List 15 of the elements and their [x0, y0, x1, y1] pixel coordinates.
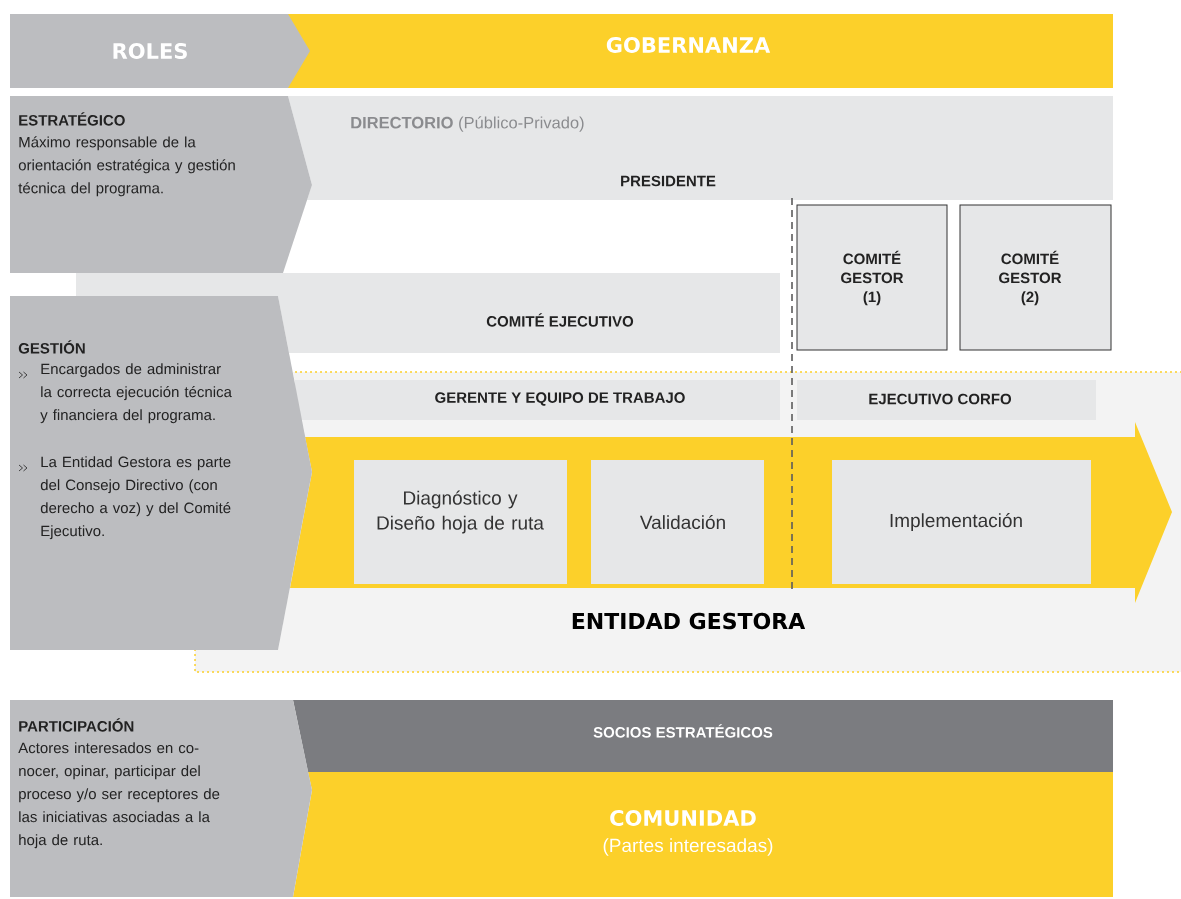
role-panel: ESTRATÉGICO Máximo responsable de la orientación estratégica y gestión técnica del programa. — [10, 96, 312, 273]
role-panel: GESTIÓN Encargados de administrar la correcta ejecución técnica y financiera del programa. La Entidad Gestora es parte del Consejo Directivo (con derecho a voz) y del Comité Ejecutivo. — [10, 296, 312, 650]
process-box: Validación — [591, 460, 764, 584]
community-band: COMUNIDAD (Partes interesadas) — [293, 772, 1113, 897]
executive-band: EJECUTIVO CORFO — [797, 380, 1096, 420]
process-box: Diagnóstico y Diseño hoja de ruta — [354, 460, 567, 584]
role-panel: PARTICIPACIÓN Actores interesados en co- nocer, opinar, participar del proceso y/o ser receptores de las iniciativas asociadas a la hoja de ruta. — [10, 700, 312, 897]
board-band: DIRECTORIO (Público-Privado) PRESIDENTE — [288, 96, 1113, 200]
roles-header: ROLES — [10, 14, 310, 88]
team-band: GERENTE Y EQUIPO DE TRABAJO — [295, 380, 780, 420]
committee-box: COMITÉ GESTOR (1) — [796, 204, 948, 351]
partners-band: SOCIOS ESTRATÉGICOS — [293, 700, 1113, 772]
governance-header: GOBERNANZA — [288, 14, 1113, 88]
process-box: Implementación — [832, 460, 1091, 584]
committee-box: COMITÉ GESTOR (2) — [959, 204, 1112, 351]
